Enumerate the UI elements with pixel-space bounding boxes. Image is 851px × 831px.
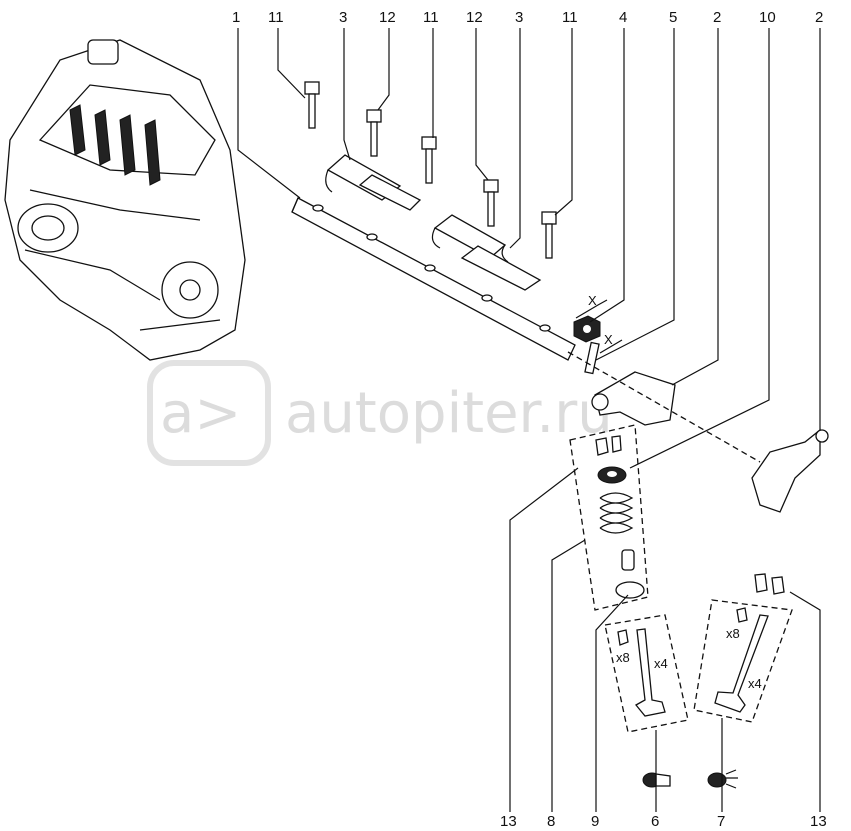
bolts: [304, 81, 557, 259]
adjuster-nut: [573, 315, 601, 343]
callout-2-a: 2: [713, 9, 721, 26]
callout-9: 9: [591, 813, 599, 830]
callout-13-a: 13: [500, 813, 517, 830]
watermark: a> autopiter.ru: [147, 360, 613, 466]
shaft-brackets: [325, 154, 542, 291]
callout-5: 5: [669, 9, 677, 26]
dimension-label-2: X: [604, 332, 613, 347]
dimension-x: X X: [575, 293, 623, 354]
callout-1: 1: [232, 9, 240, 26]
rocker-arm-2: [751, 428, 829, 513]
callout-2-b: 2: [815, 9, 823, 26]
rocker-arm-5: [591, 371, 676, 426]
callout-8: 8: [547, 813, 555, 830]
callout-3-b: 3: [515, 9, 523, 26]
bolt-11-c: [541, 211, 557, 259]
engine-block-illustration: [4, 39, 246, 361]
callouts-bottom: 13 8 9 6 7 13: [500, 813, 827, 830]
callout-11-b: 11: [423, 9, 439, 26]
leader-lines: [237, 28, 821, 812]
kit-right-x8: x8: [726, 626, 740, 641]
dimension-label-1: X: [588, 293, 597, 308]
callout-11-c: 11: [562, 9, 578, 26]
watermark-text: autopiter.ru: [285, 381, 613, 446]
bolt-11-a: [304, 81, 320, 129]
callout-11-a: 11: [268, 9, 284, 26]
callouts-top: 1 11 3 12 11 12 3 11 4 5 2 10 2: [232, 9, 823, 26]
callout-12-b: 12: [466, 9, 483, 26]
kit-left-x4: x4: [654, 656, 668, 671]
kit-left-x8: x8: [616, 650, 630, 665]
shaft-axis-line: [567, 351, 761, 463]
callout-13-b: 13: [810, 813, 827, 830]
watermark-logo-glyph: a>: [160, 381, 241, 446]
valve-seal-7: [707, 769, 738, 789]
rocker-shaft: [291, 197, 576, 361]
kit-right-x4: x4: [748, 676, 762, 691]
bolt-12-b: [483, 179, 499, 227]
callout-4: 4: [619, 9, 627, 26]
valve-spring-kit: [569, 424, 649, 611]
valve-kit-right: x8 x4: [693, 573, 793, 723]
callout-3-a: 3: [339, 9, 347, 26]
callout-12-a: 12: [379, 9, 396, 26]
callout-10: 10: [759, 9, 776, 26]
adjusting-screw: [584, 341, 600, 375]
bolt-11-b: [421, 136, 437, 184]
bolt-12-a: [366, 109, 382, 157]
callout-6: 6: [651, 813, 659, 830]
callout-7: 7: [717, 813, 725, 830]
valve-kit-left: x8 x4: [604, 614, 689, 733]
